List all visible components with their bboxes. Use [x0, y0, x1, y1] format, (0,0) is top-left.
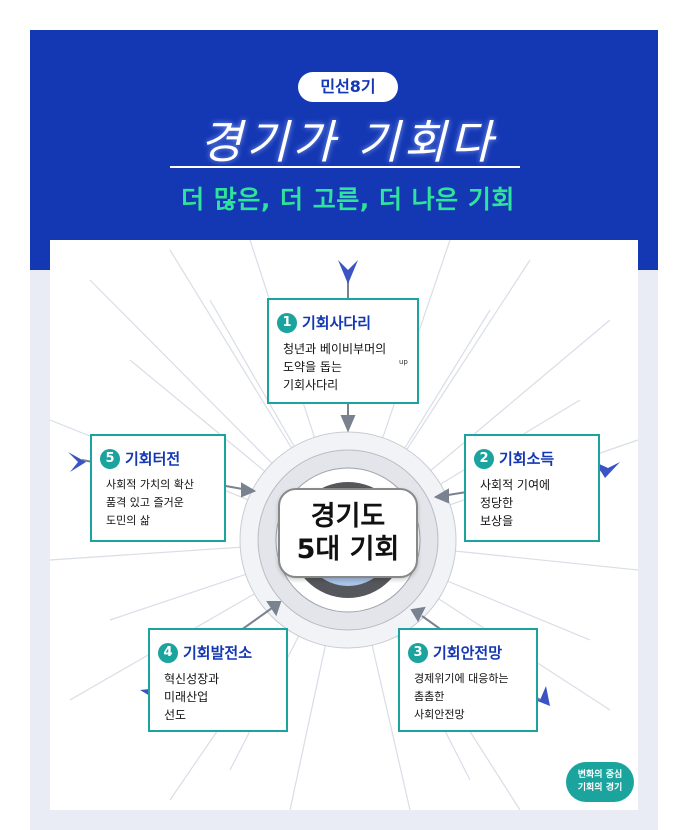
term-pill: 민선8기: [298, 72, 398, 102]
number-badge: 1: [277, 312, 297, 333]
center-line-2: 5대 기회: [296, 534, 400, 565]
slogan-badge: 변화의 중심 기회의 경기: [566, 762, 634, 802]
box-body: 사회적 기여에 정당한 보상을: [480, 478, 551, 528]
box-title: 기회소득: [499, 450, 555, 468]
box-4-header: 4 기회발전소: [158, 642, 252, 663]
box-title: 기회터전: [125, 450, 181, 468]
box-body: 경제위기에 대응하는 촘촘한 사회안전망: [414, 672, 509, 721]
number-badge: 4: [158, 642, 178, 663]
header-background: [30, 30, 658, 270]
opportunity-box-3: 3 기회안전망 경제위기에 대응하는 촘촘한 사회안전망: [398, 628, 538, 732]
main-title: 경기가 기회다: [199, 115, 497, 169]
number-badge: 5: [100, 448, 120, 469]
center-label: 경기도 5대 기회: [278, 488, 418, 578]
box-body: 청년과 베이비부머의 도약을 돕는 기회사다리: [283, 342, 387, 392]
opportunity-box-4: 4 기회발전소 혁신성장과 미래산업 선도: [148, 628, 288, 732]
up-label: up: [399, 358, 408, 366]
box-body: 혁신성장과 미래산업 선도: [164, 672, 220, 722]
title-underline: [170, 166, 520, 168]
box-1-header: 1 기회사다리: [277, 312, 371, 333]
box-title: 기회안전망: [433, 644, 503, 662]
badge-line-2: 기회의 경기: [577, 783, 623, 793]
box-title: 기회발전소: [183, 644, 253, 662]
opportunity-box-5: 5 기회터전 사회적 가치의 확산 품격 있고 즐거운 도민의 삶: [90, 434, 226, 542]
slogan: 더 많은, 더 고른, 더 나은 기회: [181, 185, 515, 214]
box-3-header: 3 기회안전망: [408, 642, 502, 663]
box-body: 사회적 가치의 확산 품격 있고 즐거운 도민의 삶: [106, 478, 194, 527]
box-title: 기회사다리: [302, 314, 372, 332]
opportunity-box-2: 2 기회소득 사회적 기여에 정당한 보상을: [464, 434, 600, 542]
opportunity-box-1: 1 기회사다리 청년과 베이비부머의 도약을 돕는 기회사다리: [267, 298, 419, 404]
number-badge: 2: [474, 448, 494, 469]
number-badge: 3: [408, 642, 428, 663]
badge-line-1: 변화의 중심: [577, 770, 623, 780]
box-5-header: 5 기회터전: [100, 448, 180, 469]
box-2-header: 2 기회소득: [474, 448, 554, 469]
center-line-1: 경기도: [310, 501, 386, 532]
